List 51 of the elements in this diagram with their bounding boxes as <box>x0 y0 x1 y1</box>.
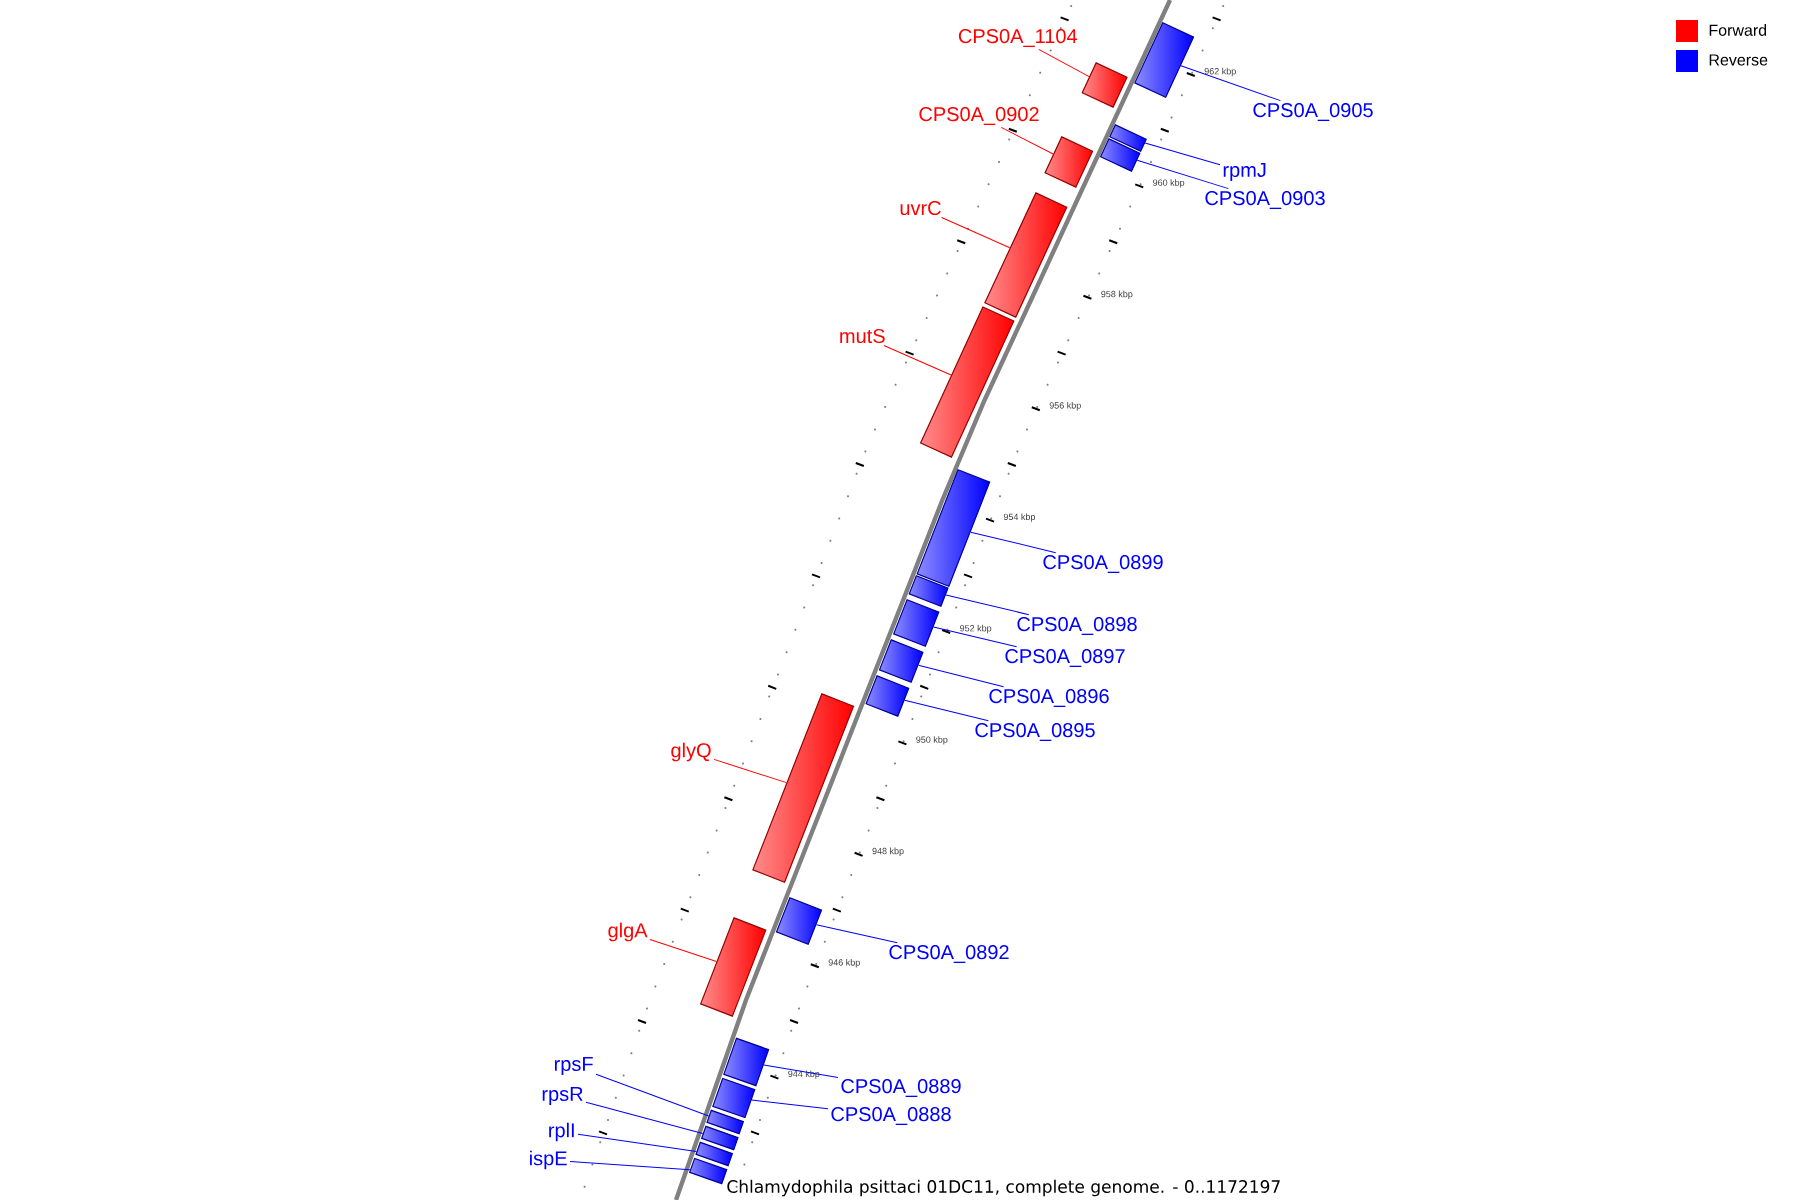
gene-block <box>1044 136 1094 188</box>
gene-label: rplI <box>549 1122 574 1142</box>
leader-line <box>970 531 1057 554</box>
leader-line <box>1000 126 1054 155</box>
legend-label: Reverse <box>1709 54 1768 66</box>
gene-label: mutS <box>840 328 885 344</box>
leader-line <box>585 1101 704 1134</box>
gene-label: CPS0A_0892 <box>889 945 1009 963</box>
gene-block <box>1081 62 1128 108</box>
gene-label: CPS0A_0889 <box>841 1079 961 1097</box>
gene-label: CPS0A_0888 <box>831 1107 951 1125</box>
leader-line <box>1136 159 1229 190</box>
leader-line <box>1180 65 1281 102</box>
leader-line <box>1038 48 1090 78</box>
gene-label: CPS0A_0899 <box>1043 555 1163 573</box>
gene-label: CPS0A_0902 <box>919 107 1039 125</box>
gene-label: uvrC <box>900 200 941 216</box>
leader-line <box>577 1133 697 1152</box>
gene-label: glyQ <box>671 742 711 762</box>
gene-label: rpsF <box>554 1057 593 1075</box>
gene-label: ispE <box>530 1150 567 1170</box>
gene-block <box>752 693 855 883</box>
legend-label: Forward <box>1709 24 1767 36</box>
leader-line <box>713 758 787 784</box>
leader-line <box>883 345 952 376</box>
caption: Chlamydophila psittaci 01DC11, complete genome. - 0..1172197 <box>727 1179 1280 1197</box>
leader-line <box>941 217 1011 249</box>
gene-label: glgA <box>608 922 648 942</box>
leader-line <box>904 699 989 722</box>
gene-label: CPS0A_0898 <box>1017 617 1137 635</box>
leader-line <box>595 1073 710 1117</box>
leader-line <box>751 1099 829 1110</box>
gene-label: CPS0A_0895 <box>975 723 1095 741</box>
gene-label: CPS0A_0903 <box>1205 191 1325 209</box>
gene-label: CPS0A_0896 <box>989 689 1109 707</box>
leader-line <box>649 938 717 962</box>
gene-block <box>865 675 910 717</box>
gene-block <box>1134 22 1195 98</box>
leader-line <box>815 924 898 944</box>
gene-label: rpsR <box>542 1087 583 1105</box>
leader-line <box>1144 142 1221 166</box>
leader-line <box>933 626 1018 648</box>
leader-line <box>945 594 1030 616</box>
gene-label: CPS0A_0897 <box>1005 649 1125 667</box>
leader-line <box>763 1064 839 1078</box>
gene-label: CPS0A_1104 <box>958 29 1077 47</box>
leader-line <box>569 1161 691 1171</box>
gene-label: CPS0A_0905 <box>1253 103 1373 121</box>
leader-line <box>917 664 1005 688</box>
gene-label: rpmJ <box>1223 163 1266 181</box>
gene-block <box>984 192 1068 318</box>
